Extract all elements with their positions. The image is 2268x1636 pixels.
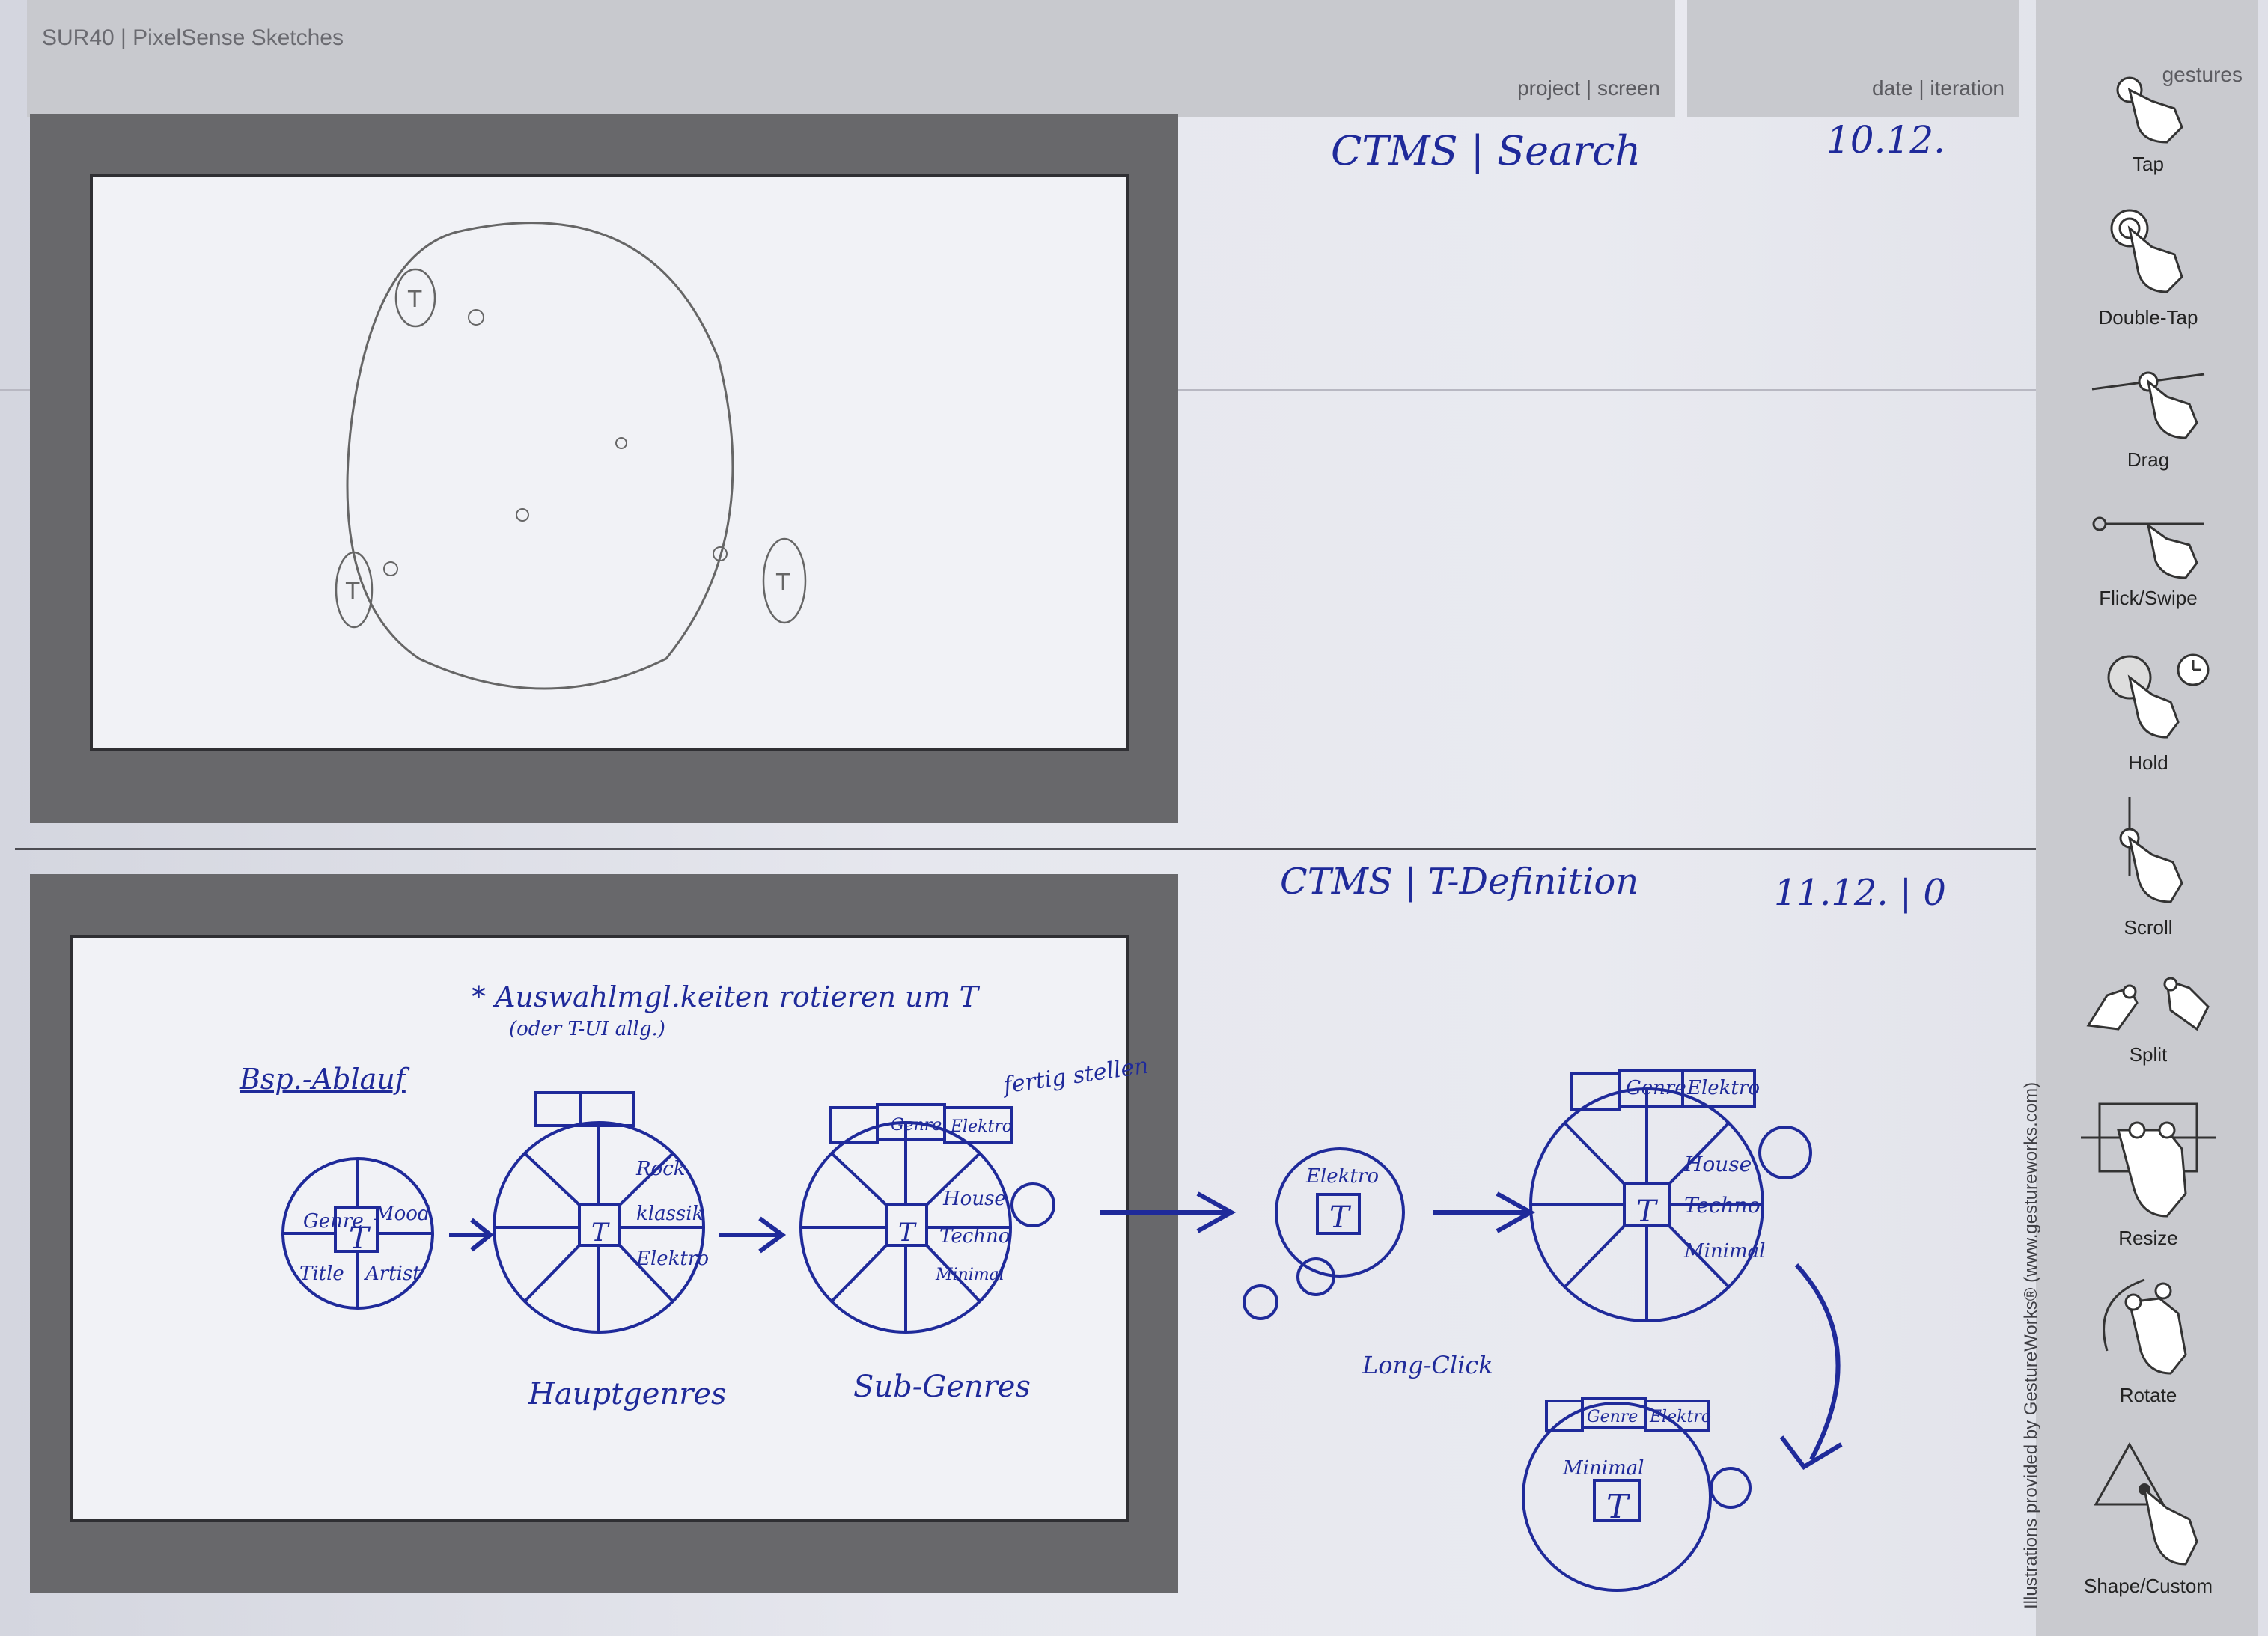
svg-text:Techno: Techno [939, 1225, 1010, 1248]
sketch2-date: 11.12. [1774, 872, 1889, 914]
gesture-label: Tap [2133, 153, 2164, 175]
svg-text:Elektro: Elektro [1305, 1165, 1379, 1188]
flick-swipe-icon [2092, 516, 2204, 579]
svg-text:Genre: Genre [1587, 1408, 1638, 1426]
project-screen-label: project | screen [1517, 76, 1660, 100]
shape-custom-icon [2094, 1441, 2198, 1566]
svg-text:Elektro: Elektro [950, 1117, 1012, 1136]
svg-text:klassik: klassik [636, 1203, 704, 1225]
gesture-label: Hold [2128, 751, 2168, 774]
svg-text:T: T [349, 1221, 371, 1256]
gesture-double-tap: Double-Tap [2062, 206, 2234, 329]
gesture-label: Double-Tap [2098, 306, 2198, 329]
sketch1-date: 10.12. [1826, 118, 1946, 162]
gesture-tap: Tap [2062, 67, 2234, 176]
gesture-resize: Resize [2062, 1096, 2234, 1250]
double-tap-icon [2110, 209, 2183, 293]
svg-text:T: T [1636, 1194, 1659, 1229]
date-iteration-label: date | iteration [1872, 76, 2005, 100]
svg-text:T: T [407, 287, 422, 313]
svg-text:Elektro: Elektro [635, 1248, 709, 1270]
date-iteration-header: date | iteration [1687, 0, 2019, 117]
svg-text:Genre: Genre [891, 1116, 942, 1135]
sketch2-date-iteration: 11.12. | 0 [1774, 872, 1946, 914]
gesture-label: Resize [2118, 1227, 2178, 1249]
gesture-flick-swipe: Flick/Swipe [2062, 509, 2234, 610]
svg-text:House: House [1683, 1152, 1752, 1176]
gesture-drag: Drag [2062, 363, 2234, 471]
svg-text:Minimal: Minimal [1562, 1457, 1644, 1480]
sheet-title: SUR40 | PixelSense Sketches [42, 25, 344, 50]
flow-title: Bsp.-Ablauf [240, 1063, 406, 1096]
sketch2-project: CTMS [1280, 861, 1393, 903]
resize-icon [2081, 1102, 2216, 1218]
svg-text:T: T [1329, 1200, 1352, 1235]
drag-icon [2091, 371, 2205, 439]
gesture-label: Split [2129, 1043, 2168, 1066]
sheet-header: SUR40 | PixelSense Sketches project | sc… [27, 0, 1675, 117]
rotate-icon [2103, 1278, 2187, 1375]
svg-text:Mood: Mood [374, 1203, 430, 1225]
sketch2-title: CTMS | T-Definition [1280, 861, 1639, 903]
caption-long-click: Long-Click [1362, 1351, 1493, 1379]
sketch2-screen: T-Definition [1427, 861, 1639, 903]
gesture-label: Shape/Custom [2084, 1575, 2213, 1597]
rotation-note: * Auswahlmgl.keiten rotieren um T [472, 980, 978, 1013]
rotation-note-sub: (oder T-UI allg.) [509, 1018, 665, 1040]
svg-text:Title: Title [299, 1263, 344, 1285]
sketch-frame-1 [30, 114, 1178, 823]
svg-text:T: T [345, 579, 360, 605]
tap-icon [2116, 76, 2183, 144]
svg-text:Elektro: Elektro [1686, 1077, 1760, 1099]
split-icon [2086, 977, 2210, 1031]
gesture-label: Drag [2127, 448, 2170, 471]
caption-hauptgenres: Hauptgenres [528, 1377, 727, 1411]
svg-text:Minimal: Minimal [1683, 1240, 1765, 1263]
scroll-icon [2119, 797, 2183, 903]
svg-text:Techno: Techno [1684, 1193, 1761, 1218]
gestures-label: gestures [2162, 63, 2243, 86]
sketch2-iteration: 0 [1923, 872, 1946, 914]
svg-text:T: T [591, 1218, 610, 1248]
svg-text:Elektro: Elektro [1649, 1408, 1711, 1426]
gesture-rotate: Rotate [2062, 1269, 2234, 1407]
svg-text:Artist: Artist [364, 1263, 421, 1285]
sketch-divider [15, 848, 2036, 850]
caption-sub-genres: Sub-Genres [853, 1370, 1031, 1404]
svg-text:Minimal: Minimal [935, 1266, 1005, 1284]
gesture-split: Split [2062, 965, 2234, 1066]
gesture-shape-custom: Shape/Custom [2062, 1437, 2234, 1598]
svg-text:T: T [775, 570, 790, 596]
sketch1-project: CTMS [1331, 127, 1458, 174]
svg-text:T: T [898, 1218, 917, 1248]
sketch1-screen: Search [1497, 127, 1641, 174]
hold-icon [2107, 653, 2210, 739]
gesture-label: Flick/Swipe [2099, 587, 2198, 609]
svg-text:Genre: Genre [1626, 1077, 1686, 1099]
gesture-hold: Hold [2062, 651, 2234, 775]
gesture-scroll: Scroll [2062, 793, 2234, 939]
svg-text:House: House [942, 1188, 1006, 1210]
svg-text:Rock: Rock [635, 1158, 686, 1180]
sketch1-title: CTMS | Search [1331, 127, 1641, 174]
gesture-label: Rotate [2119, 1384, 2177, 1406]
sketch-screen-1 [90, 174, 1129, 751]
rotation-note-text: Auswahlmgl.keiten rotieren um T [495, 980, 978, 1013]
svg-text:T: T [1606, 1488, 1631, 1526]
gesture-label: Scroll [2124, 916, 2173, 938]
svg-text:Genre: Genre [303, 1210, 364, 1233]
